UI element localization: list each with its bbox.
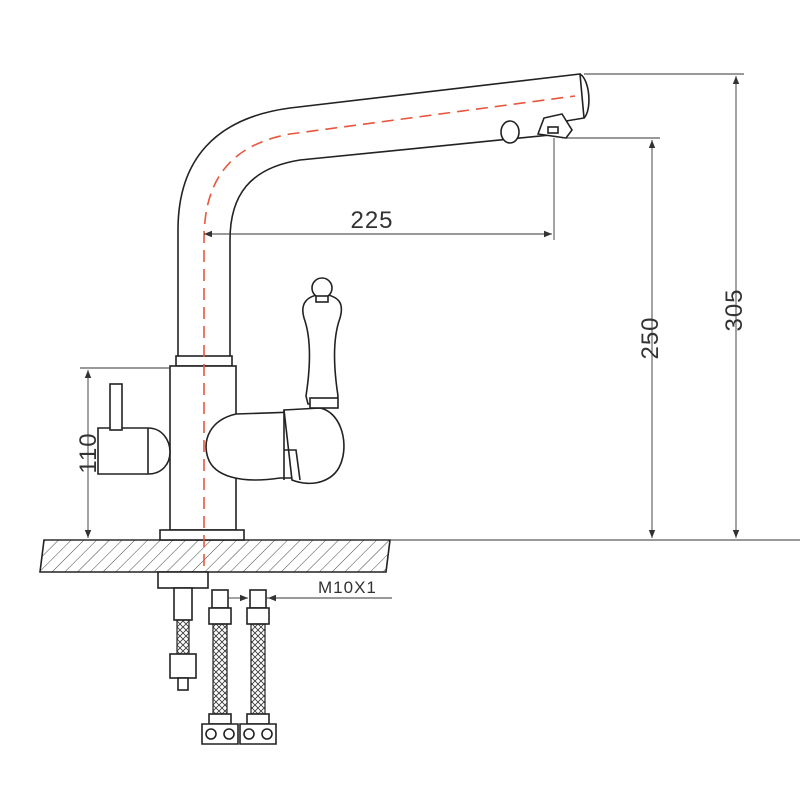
spout-height-label: 250 (637, 316, 664, 359)
dimension-reach: 225 (204, 138, 555, 240)
cartridge-housing (283, 407, 345, 485)
mounting-stud (157, 571, 209, 691)
reach-label: 225 (350, 207, 393, 234)
mixer-lever-handle (302, 293, 343, 405)
countertop (39, 539, 800, 573)
total-height-label: 305 (721, 288, 748, 331)
filter-lever-body (97, 427, 171, 475)
aerator-outlet (536, 113, 573, 139)
filter-outlet (500, 120, 520, 144)
hose-right (239, 589, 277, 745)
dimension-total-height: 305 (584, 73, 748, 538)
lever-knob (311, 277, 333, 299)
water-centerline (203, 95, 576, 585)
dimension-lever-height: 110 (75, 367, 170, 538)
faucet-body (97, 277, 345, 541)
filter-lever-handle (109, 383, 123, 431)
base-flange (159, 529, 245, 541)
spout (175, 73, 590, 367)
thread-callout: M10X1 (228, 578, 392, 602)
hose-left (201, 589, 239, 745)
lever-height-label: 110 (75, 432, 102, 473)
thread-label: M10X1 (318, 578, 377, 597)
dimension-spout-height: 250 (562, 137, 664, 538)
